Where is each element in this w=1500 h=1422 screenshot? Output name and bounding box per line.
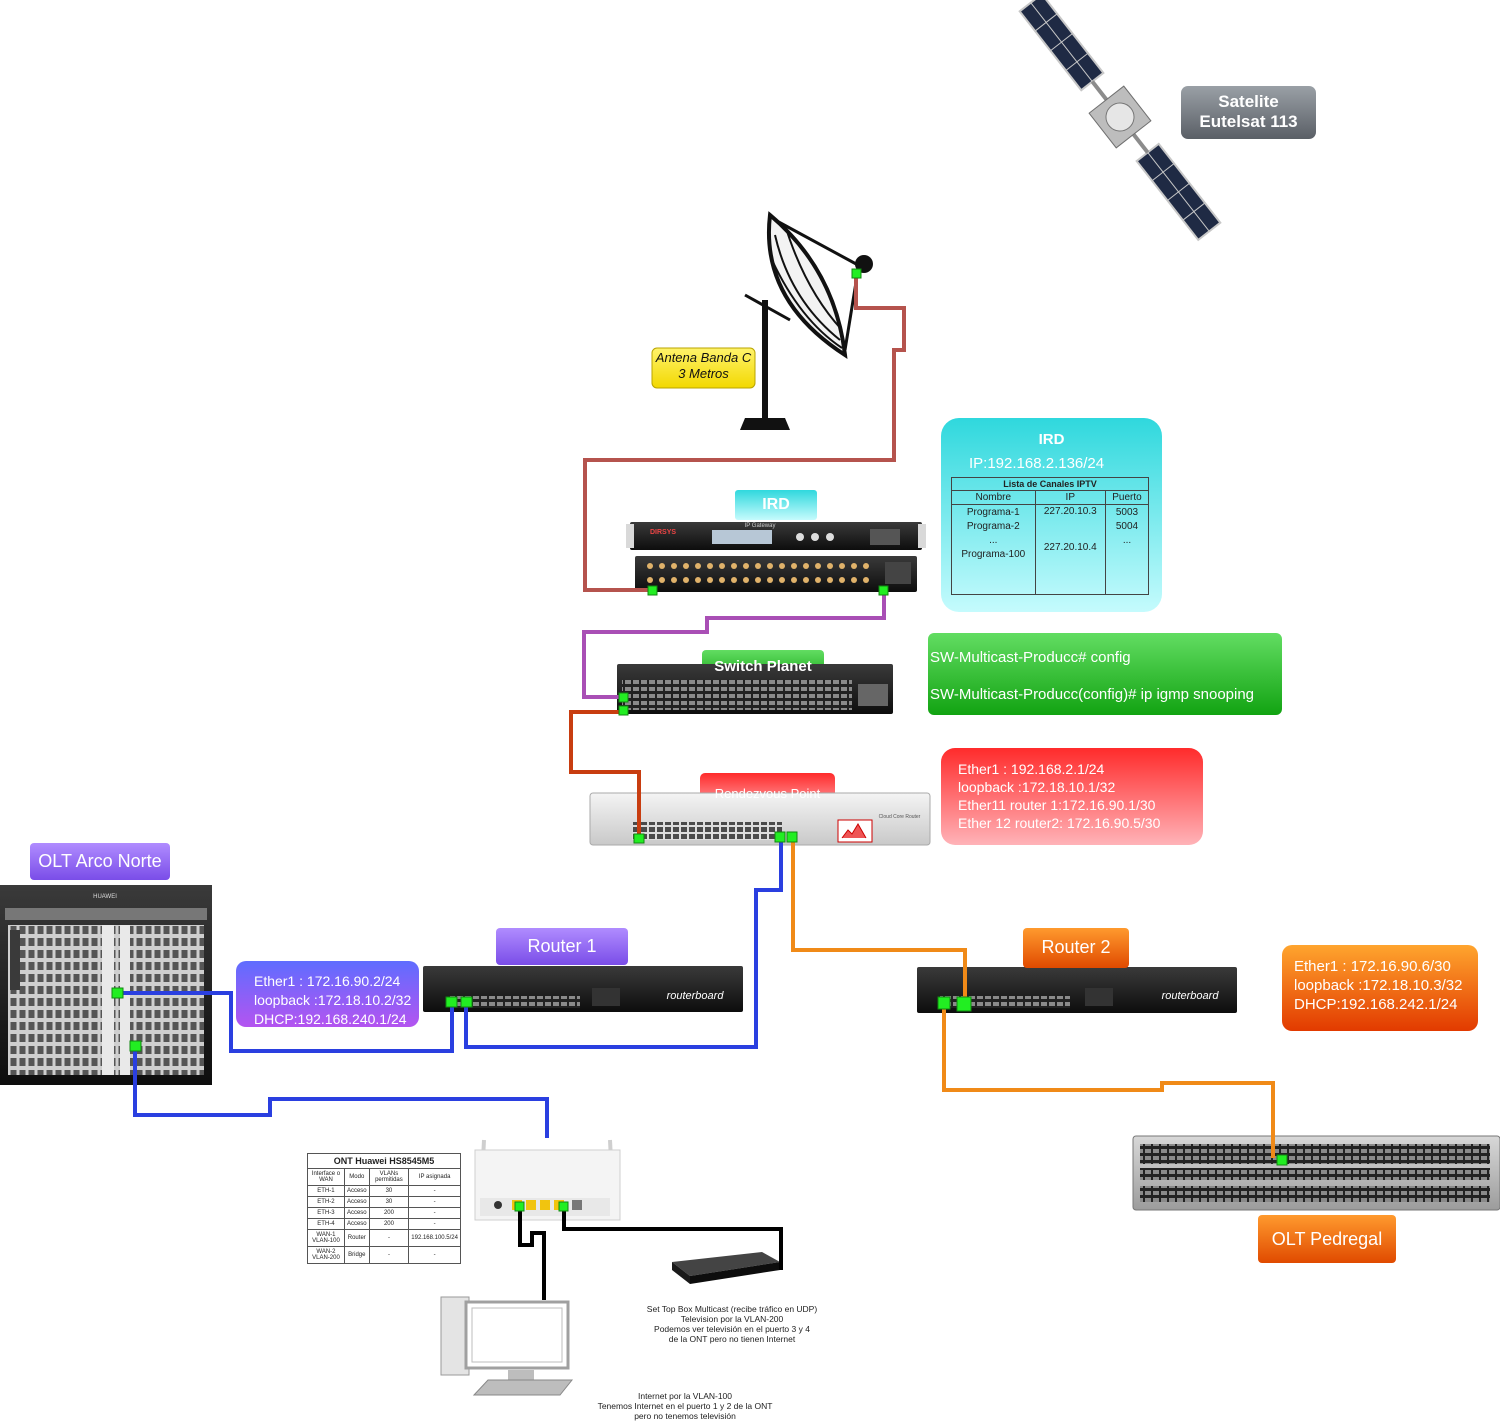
ont-config-table: ONT Huawei HS8545M5 Interface o WAN Modo…: [307, 1153, 461, 1264]
ont-cell: -: [408, 1218, 461, 1230]
rp-device: [589, 792, 931, 846]
ont-cell: ETH-1: [307, 1185, 345, 1197]
ont-cell: ETH-3: [307, 1207, 345, 1219]
ont-header-vlans: VLANs permitidas: [368, 1168, 410, 1186]
ont-cell: WAN-1 VLAN-100: [307, 1229, 345, 1247]
satellite-label: Satelite Eutelsat 113: [1199, 92, 1298, 131]
wire-olt-norte-to-ont: [133, 1046, 549, 1138]
ont-header-ip: IP asignada: [408, 1168, 461, 1186]
iptv-header-ip: IP: [1034, 490, 1107, 505]
switch-label: Switch Planet: [714, 658, 812, 675]
olt-norte-brand: HUAWEI: [93, 894, 117, 900]
router1-info-panel: [236, 961, 419, 1027]
ont-cell: 200: [368, 1218, 410, 1230]
ont-cell: Router: [343, 1229, 370, 1247]
router1-device: [423, 966, 743, 1012]
ont-header-modo: Modo: [343, 1168, 370, 1186]
ont-cell: -: [408, 1207, 461, 1219]
ont-cell: -: [368, 1246, 410, 1264]
rp-info-text: Ether1 : 192.168.2.1/24 loopback :172.18…: [958, 761, 1161, 831]
wire-dish-to-ird: [583, 274, 906, 592]
desktop-pc-icon: [440, 1296, 574, 1396]
ird-device: [626, 522, 926, 592]
ont-cell: ETH-2: [307, 1196, 345, 1208]
ont-cell: WAN-2 VLAN-200: [307, 1246, 345, 1264]
olt-pedregal-device: [1132, 1135, 1500, 1211]
iptv-header-puerto: Puerto: [1105, 490, 1149, 505]
ont-cell: 30: [368, 1196, 410, 1208]
wire-router1-to-olt-norte: [118, 991, 454, 1053]
iptv-header-nombre: Nombre: [951, 490, 1036, 505]
router2-device-text: routerboard: [1161, 990, 1219, 1002]
ont-cell: Acceso: [343, 1185, 370, 1197]
satellite-icon: [1018, 0, 1222, 242]
router1-info-text: Ether1 : 172.16.90.2/24 loopback :172.18…: [254, 973, 412, 1027]
wire-ont-to-pc: [518, 1207, 546, 1300]
switch-config-panel: [928, 633, 1282, 715]
wire-router2-to-olt-pedregal: [942, 1004, 1275, 1158]
ont-cell: Acceso: [343, 1196, 370, 1208]
switch-device: [617, 664, 893, 714]
ird-panel-title: IRD: [1038, 431, 1065, 448]
switch-config-line2: SW-Multicast-Producc(config)# ip igmp sn…: [930, 686, 1255, 703]
iptv-channel-table: Lista de Canales IPTV Nombre IP Puerto P…: [951, 477, 1149, 595]
set-top-box-icon: [672, 1252, 780, 1284]
ird-device-brand: DIRSYS: [650, 529, 677, 536]
satellite-dish-icon: [740, 211, 873, 430]
router2-device: [917, 967, 1237, 1013]
router2-info-panel: [1282, 945, 1478, 1031]
router2-label: Router 2: [1023, 928, 1129, 968]
ont-cell: 30: [368, 1185, 410, 1197]
antenna-label: Antena Banda C 3 Metros: [655, 350, 752, 381]
ird-panel-ip: IP:192.168.2.136/24: [969, 455, 1105, 472]
ont-table-title: ONT Huawei HS8545M5: [307, 1153, 461, 1169]
ont-cell: 200: [368, 1207, 410, 1219]
ont-device: [474, 1139, 621, 1221]
wire-rp-to-router2: [791, 836, 967, 1004]
ont-cell: -: [408, 1185, 461, 1197]
ont-cell: -: [408, 1246, 461, 1264]
ont-cell: ETH-4: [307, 1218, 345, 1230]
olt-norte-label: OLT Arco Norte: [30, 843, 170, 880]
rp-info-panel: [941, 748, 1203, 845]
iptv-names: Programa-1 Programa-2 ... Programa-100: [951, 504, 1036, 595]
iptv-ips: 227.20.10.3 227.20.10.4: [1034, 504, 1107, 595]
ird-label-bg: [735, 490, 817, 520]
router2-info-text: Ether1 : 172.16.90.6/30 loopback :172.18…: [1294, 958, 1463, 1013]
rp-device-text: Cloud Core Router: [878, 814, 921, 820]
olt-pedregal-label: OLT Pedregal: [1258, 1215, 1396, 1263]
antenna-label-bg: [651, 347, 756, 389]
rp-label: Rendezvous Point: [714, 786, 821, 801]
port-markers: [111, 268, 1288, 1212]
satellite-label-bg: [1181, 86, 1316, 139]
ont-cell: -: [408, 1196, 461, 1208]
router1-label: Router 1: [496, 928, 628, 965]
pc-caption: Internet por la VLAN-100 Tenemos Interne…: [597, 1391, 773, 1421]
ont-cell: Bridge: [343, 1246, 370, 1264]
ird-label: IRD: [762, 496, 790, 513]
wire-rp-to-router1: [464, 836, 783, 1049]
ont-cell: 192.168.100.5/24: [408, 1229, 461, 1247]
ont-cell: -: [368, 1229, 410, 1247]
ont-header-interface: Interface o WAN: [307, 1168, 345, 1186]
ont-cell: Acceso: [343, 1218, 370, 1230]
wire-switch-to-rp: [569, 710, 641, 838]
ird-device-model: IP Gateway: [744, 523, 776, 529]
switch-config-line1: SW-Multicast-Producc# config: [930, 649, 1131, 666]
wire-ird-to-switch: [582, 590, 886, 699]
ont-cell: Acceso: [343, 1207, 370, 1219]
olt-norte-device: [0, 885, 212, 1085]
iptv-ports: 5003 5004 ...: [1105, 504, 1149, 595]
stb-caption: Set Top Box Multicast (recibe tráfico en…: [646, 1304, 818, 1344]
router1-device-text: routerboard: [666, 990, 724, 1002]
wire-ont-to-stb: [562, 1207, 783, 1270]
iptv-table-title: Lista de Canales IPTV: [951, 477, 1149, 491]
